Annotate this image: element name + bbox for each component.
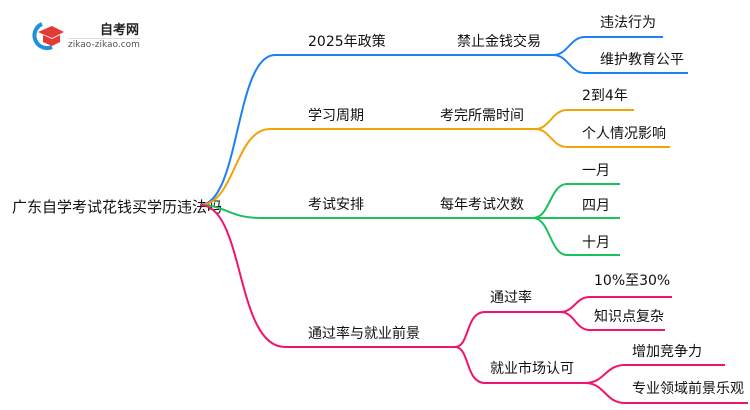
branch-line-policy-child xyxy=(552,54,688,74)
branch-policy: 2025年政策 xyxy=(308,33,386,50)
leaf-node: 违法行为 xyxy=(600,15,656,31)
leaf-node: 10%至30% xyxy=(594,273,670,289)
node-employment: 就业市场认可 xyxy=(490,360,574,377)
logo: 自考网 zikao-zikao.com xyxy=(30,20,140,50)
leaf-node: 个人情况影响 xyxy=(582,126,666,142)
branch-line-policy-child xyxy=(552,36,663,56)
branch-prospects: 通过率与就业前景 xyxy=(308,325,420,342)
leaf-node: 四月 xyxy=(582,198,610,214)
leaf-node: 维护教育公平 xyxy=(600,52,684,68)
branch-line-exam xyxy=(199,204,533,219)
branch-line-policy xyxy=(199,54,553,206)
logo-url: zikao-zikao.com xyxy=(68,38,140,50)
branch-study: 学习周期 xyxy=(308,108,364,124)
node-study-sub: 考完所需时间 xyxy=(440,108,524,124)
branch-line-exam-child xyxy=(532,217,620,256)
branch-line-study xyxy=(199,128,535,206)
leaf-node: 专业领域前景乐观 xyxy=(632,380,744,397)
leaf-node: 2到4年 xyxy=(582,88,628,104)
branch-line-exam-child xyxy=(532,183,620,219)
branch-line-prospects xyxy=(199,204,455,348)
branch-line-study-child xyxy=(534,109,634,130)
graduation-cap-icon xyxy=(32,22,64,50)
logo-title: 自考网 xyxy=(100,23,140,38)
branch-line-employment xyxy=(454,346,585,384)
branch-exam: 考试安排 xyxy=(308,197,364,213)
node-policy-sub: 禁止金钱交易 xyxy=(457,33,541,50)
leaf-node: 知识点复杂 xyxy=(594,308,664,325)
branch-line-pass-child xyxy=(559,311,665,331)
branch-line-pass-rate xyxy=(454,311,560,348)
leaf-node: 一月 xyxy=(582,163,610,179)
branch-line-employment-child xyxy=(584,382,748,404)
leaf-node: 增加竞争力 xyxy=(632,343,702,360)
root-topic: 广东自学考试花钱买学历违法吗 xyxy=(12,198,222,216)
node-exam-sub: 每年考试次数 xyxy=(440,197,524,213)
branch-line-pass-child xyxy=(559,296,672,313)
node-pass-rate: 通过率 xyxy=(490,289,532,306)
leaf-node: 十月 xyxy=(582,235,610,251)
branch-line-employment-child xyxy=(584,364,725,384)
branch-line-study-child xyxy=(534,128,670,148)
